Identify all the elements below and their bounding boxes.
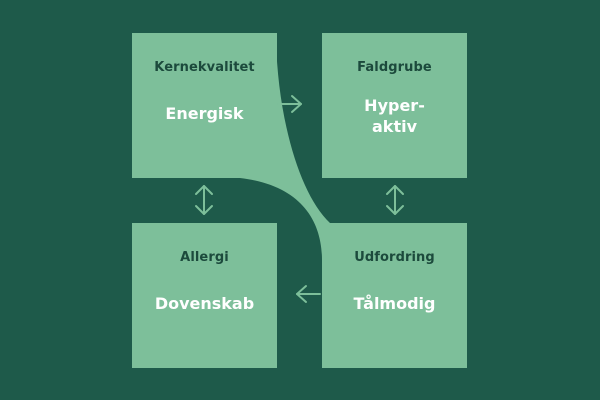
quadrant-value: Energisk xyxy=(165,104,244,123)
quadrant-label: Allergi xyxy=(180,250,229,265)
arrow-right-icon xyxy=(277,95,302,113)
quadrant-core-quality: Kernekvalitet Energisk xyxy=(132,33,277,178)
quadrant-pitfall: Faldgrube Hyper- aktiv xyxy=(322,33,467,178)
arrow-left-icon xyxy=(296,285,321,303)
arrow-up-down-icon-right xyxy=(386,185,404,215)
arrow-up-down-icon-left xyxy=(195,185,213,215)
quadrant-label: Faldgrube xyxy=(357,60,432,75)
quadrant-value: Tålmodig xyxy=(353,294,436,313)
quadrant-value: Dovenskab xyxy=(154,294,255,313)
quadrant-allergy: Allergi Dovenskab xyxy=(132,223,277,368)
quadrant-challenge: Udfordring Tålmodig xyxy=(322,223,467,368)
quadrant-label: Udfordring xyxy=(354,250,435,265)
quadrant-value: Hyper- aktiv xyxy=(364,96,425,136)
quadrant-label: Kernekvalitet xyxy=(154,60,255,75)
